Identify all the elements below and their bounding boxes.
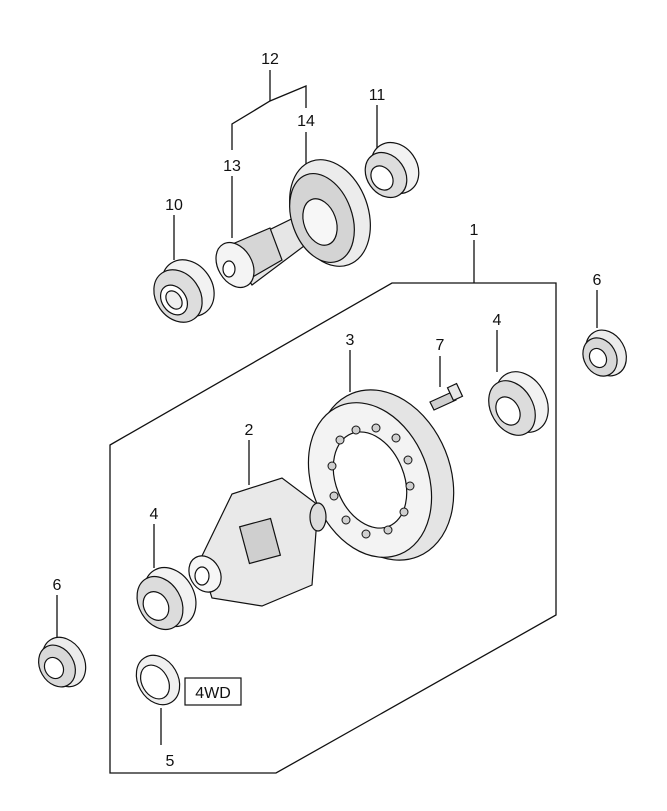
tapered-bearing-10	[153, 259, 215, 323]
leader-lines	[56, 70, 598, 745]
callout-11: 11	[369, 87, 386, 104]
callout-6-right: 6	[593, 272, 602, 289]
callout-3: 3	[346, 332, 355, 349]
callout-6-left: 6	[53, 577, 62, 594]
oil-seal-6-right	[582, 329, 627, 377]
shim-5	[135, 654, 181, 706]
bolt-7	[429, 382, 464, 411]
callout-2: 2	[245, 422, 254, 439]
variant-badge-box	[184, 677, 242, 706]
variant-badge-text: 4WD	[195, 685, 231, 702]
tapered-bearing-11	[364, 141, 420, 199]
callout-4-right: 4	[493, 312, 502, 329]
callout-labels: 12 14 11 13 10 1 6 4 3 7 2 4 6 5	[53, 51, 602, 770]
callout-13: 13	[223, 158, 241, 175]
tapered-bearing-4-left	[136, 566, 197, 631]
oil-seal-6-left	[38, 636, 87, 688]
callout-7: 7	[436, 337, 445, 354]
assembly-boundary	[109, 282, 557, 774]
differential-case-2	[188, 477, 327, 607]
callout-4-left: 4	[150, 506, 159, 523]
tapered-bearing-4-right	[488, 371, 549, 436]
callout-5: 5	[166, 753, 175, 770]
callout-14: 14	[297, 113, 315, 130]
callout-1: 1	[470, 222, 479, 239]
ring-gear-14	[289, 159, 371, 267]
callout-10: 10	[165, 197, 183, 214]
callout-12: 12	[261, 51, 279, 68]
ring-gear-3	[307, 389, 455, 561]
